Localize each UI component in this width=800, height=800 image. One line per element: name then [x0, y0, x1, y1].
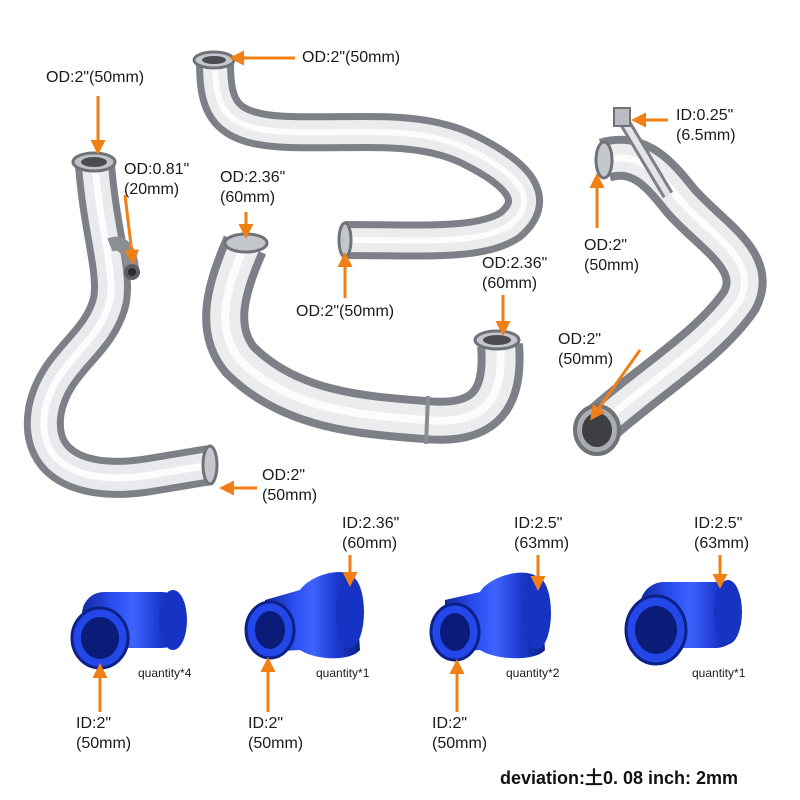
label-coupler4-top: ID:2.5" (63mm) — [694, 514, 749, 554]
label-pipe3-top-line2: (60mm) — [220, 189, 276, 206]
label-pipe3-top: OD:2.36" (60mm) — [220, 168, 285, 208]
label-pipe4-bottom: OD:2" (50mm) — [558, 330, 613, 370]
coupler-4-opening — [635, 606, 677, 654]
label-pipe3-right-line2: (60mm) — [482, 275, 538, 292]
label-coupler2-bottom-line1: ID:2" — [248, 715, 284, 732]
quantity-coupler4: quantity*1 — [692, 666, 746, 680]
deviation-note: deviation:土0. 08 inch: 2mm — [500, 768, 739, 788]
arrow-pipe1-side — [123, 194, 140, 265]
pipe-4 — [573, 107, 767, 456]
label-pipe2-bottom-line1: OD:2"(50mm) — [296, 303, 395, 320]
label-coupler1-bottom-line2: (50mm) — [76, 735, 132, 752]
label-coupler2-bottom-line2: (50mm) — [248, 735, 304, 752]
label-coupler1-bottom-line1: ID:2" — [76, 715, 112, 732]
pipe-1-bottom-opening — [201, 444, 219, 486]
label-coupler3-top-line1: ID:2.5" — [514, 515, 563, 532]
label-pipe1-bottom: OD:2" (50mm) — [262, 466, 317, 506]
label-pipe3-right-line1: OD:2.36" — [482, 255, 548, 272]
label-coupler3-bottom: ID:2" (50mm) — [432, 714, 487, 754]
dimension-arrows — [90, 50, 728, 712]
label-pipe3-right: OD:2.36" (60mm) — [482, 254, 547, 294]
label-coupler4-top-line1: ID:2.5" — [694, 515, 743, 532]
coupler-3-opening — [440, 613, 470, 651]
label-pipe1-bottom-line1: OD:2" — [262, 467, 306, 484]
label-coupler3-top: ID:2.5" (63mm) — [514, 514, 569, 554]
label-coupler2-top: ID:2.36" (60mm) — [342, 514, 399, 554]
pipe-4-top-opening — [594, 140, 614, 180]
label-pipe4-tube-line2: (6.5mm) — [676, 127, 736, 144]
label-coupler3-bottom-line1: ID:2" — [432, 715, 468, 732]
label-pipe4-top-line2: (50mm) — [584, 257, 640, 274]
label-coupler2-top-line2: (60mm) — [342, 535, 398, 552]
label-coupler2-bottom: ID:2" (50mm) — [248, 714, 303, 754]
pipe-3 — [202, 232, 524, 445]
label-pipe1-top-line1: OD:2"(50mm) — [46, 69, 145, 86]
pipe-3-left-opening — [223, 232, 269, 254]
pipe-2-bottom-opening — [337, 221, 353, 259]
pipe-2 — [192, 50, 543, 260]
pipe-4-small-tube-end — [613, 107, 631, 127]
label-pipe4-top-line1: OD:2" — [584, 237, 628, 254]
label-pipe4-top: OD:2" (50mm) — [584, 236, 639, 276]
label-coupler4-top-line2: (63mm) — [694, 535, 750, 552]
label-pipe1-bottom-line2: (50mm) — [262, 487, 318, 504]
label-pipe4-bottom-line2: (50mm) — [558, 351, 614, 368]
coupler-2-opening — [255, 611, 285, 649]
coupler-4 — [624, 580, 742, 666]
label-coupler2-top-line1: ID:2.36" — [342, 515, 400, 532]
label-coupler3-bottom-line2: (50mm) — [432, 735, 488, 752]
label-coupler1-bottom: ID:2" (50mm) — [76, 714, 131, 754]
coupler-3 — [429, 572, 551, 662]
label-pipe4-tube-line1: ID:0.25" — [676, 107, 734, 124]
arrow-pipe4-bottom — [590, 349, 642, 421]
coupler-1-opening — [81, 617, 119, 659]
pipe-3-weld-seam — [424, 395, 430, 445]
label-pipe1-side-line2: (20mm) — [124, 181, 180, 198]
label-pipe2-top-line1: OD:2"(50mm) — [302, 49, 401, 66]
label-pipe3-top-line1: OD:2.36" — [220, 169, 286, 186]
label-pipe4-bottom-line1: OD:2" — [558, 331, 602, 348]
label-pipe1-top: OD:2"(50mm) — [46, 68, 144, 88]
quantity-coupler2: quantity*1 — [316, 666, 370, 680]
label-pipe2-bottom: OD:2"(50mm) — [296, 302, 394, 322]
coupler-2 — [244, 571, 364, 660]
quantity-coupler1: quantity*4 — [138, 666, 192, 680]
label-pipe4-tube: ID:0.25" (6.5mm) — [676, 106, 736, 146]
pipe-1 — [23, 151, 219, 498]
label-pipe1-side-line1: OD:0.81" — [124, 161, 190, 178]
label-pipe2-top: OD:2"(50mm) — [302, 48, 400, 68]
label-coupler3-top-line2: (63mm) — [514, 535, 570, 552]
label-pipe1-side: OD:0.81" (20mm) — [124, 160, 189, 200]
quantity-coupler3: quantity*2 — [506, 666, 560, 680]
coupler-1 — [70, 590, 187, 670]
